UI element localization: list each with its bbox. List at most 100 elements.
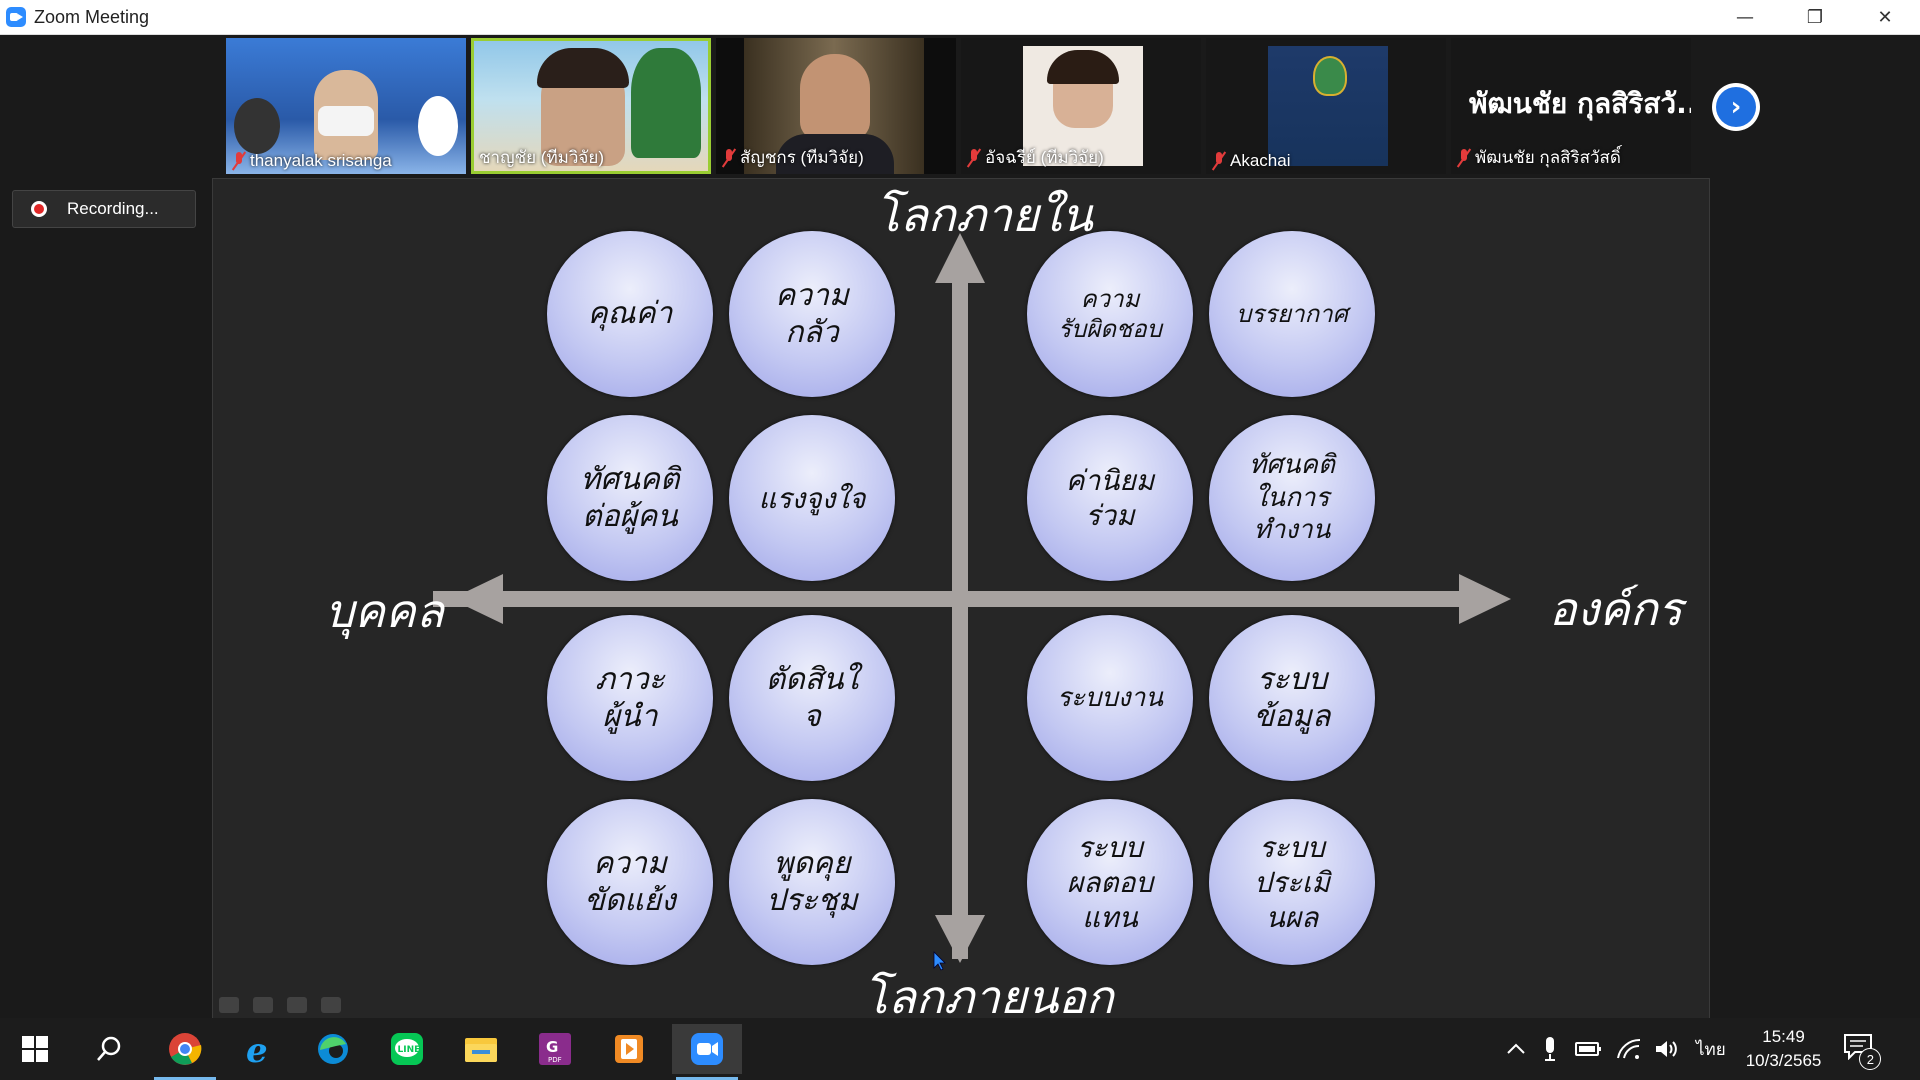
video-tile-1[interactable]: thanyalak srisanga [226,38,466,174]
concept-circle: พูดคุย ประชุม [729,799,895,965]
title-bar: Zoom Meeting — ❐ ✕ [0,0,1920,35]
start-button[interactable] [0,1024,70,1074]
microphone-icon[interactable] [1540,1036,1560,1062]
video-tile-2[interactable]: ชาญชัย (ทีมวิจัย) [471,38,711,174]
taskbar-app-edge[interactable] [298,1024,368,1074]
chevron-up-icon[interactable] [1504,1039,1528,1059]
notification-count-badge: 2 [1859,1048,1882,1070]
redo-icon[interactable] [321,997,341,1013]
mic-muted-icon [1214,152,1224,170]
search-icon [97,1036,121,1061]
hair-shape [537,48,629,88]
axis-label-top: โลกภายใน [875,188,1093,242]
video-tile-4[interactable]: อัจฉรีย์ (ทีมวิจัย) [961,38,1201,174]
volume-icon[interactable] [1654,1038,1680,1060]
clock-date: 10/3/2565 [1745,1051,1822,1070]
taskbar-app-media[interactable] [594,1024,664,1074]
concept-circle: ระบบ ข้อมูล [1209,615,1375,781]
taskbar-app-line[interactable]: LINE [372,1024,442,1074]
taskbar-app-pdf[interactable]: G PDF [520,1024,590,1074]
chrome-icon [169,1033,202,1065]
participant-name: พัฒนชัย กุลสิริสวัสดิ์ [1475,148,1621,167]
input-language-indicator[interactable]: ไทย [1696,1039,1726,1059]
participant-name-tag: พัฒนชัย กุลสิริสวัสดิ์ [1459,144,1621,171]
concept-circle: ค่านิยม ร่วม [1027,415,1193,581]
start-icon [22,1036,48,1062]
video-tile-3[interactable]: สัญชกร (ทีมวิจัย) [716,38,956,174]
zoom-icon [691,1033,723,1065]
restore-button[interactable]: ❐ [1806,6,1824,28]
action-center-button[interactable]: 2 [1843,1032,1882,1070]
hair-shape [1047,50,1119,84]
next-page-button[interactable]: › [1712,83,1760,131]
concept-circle: ระบบ ผลตอบ แทน [1027,799,1193,965]
participant-name: Akachai [1230,151,1291,170]
window-title: Zoom Meeting [34,6,150,27]
taskbar-app-chrome[interactable] [150,1024,220,1080]
taskbar: e LINE G PDF [0,1018,1920,1080]
participant-name: อัจฉรีย์ (ทีมวิจัย) [985,148,1104,167]
mask-shape [318,106,374,136]
media-player-icon [615,1035,643,1063]
concept-circle: ทัศนคติ ในการ ทำงาน [1209,415,1375,581]
shared-screen: โลกภายใน โลกภายนอก บุคคล องค์กร คุณค่า ค… [212,178,1710,1024]
edge-icon [318,1034,348,1064]
svg-text:LINE: LINE [398,1045,421,1055]
concept-circle: ความ รับผิดชอบ [1027,231,1193,397]
mic-muted-icon [234,152,244,170]
annotation-toolbar [219,997,341,1013]
concept-circle: ระบบ ประเมิ นผล [1209,799,1375,965]
recording-indicator[interactable]: Recording... [12,190,196,228]
zoom-logo-icon [6,7,26,27]
video-strip: thanyalak srisanga ชาญชัย (ทีมวิจัย) สัญ… [226,38,1696,174]
participant-name-tag: อัจฉรีย์ (ทีมวิจัย) [969,144,1104,171]
pen-icon[interactable] [253,997,273,1013]
axis-label-bottom: โลกภายนอก [863,970,1114,1024]
participant-name: thanyalak srisanga [250,151,392,170]
participant-name: ชาญชัย (ทีมวิจัย) [479,148,604,167]
cartoon-figure [418,96,458,156]
axis-label-left: บุคคล [325,584,444,638]
mic-muted-icon [969,148,979,167]
concept-circle: ความ กลัว [729,231,895,397]
axis-label-right: องค์กร [1549,582,1683,636]
concept-circle: คุณค่า [547,231,713,397]
taskbar-app-ie[interactable]: e [224,1024,294,1074]
mouse-cursor-icon [933,951,946,971]
emblem-icon [1313,56,1347,96]
search-button[interactable] [74,1024,144,1074]
concept-circle: บรรยากาศ [1209,231,1375,397]
participant-name-tag: สัญชกร (ทีมวิจัย) [724,144,864,171]
undo-icon[interactable] [219,997,239,1013]
close-button[interactable]: ✕ [1877,6,1893,28]
concept-circle: ตัดสินใ จ [729,615,895,781]
participant-display-name: พัฒนชัย กุลสิริสวั... [1469,87,1691,120]
clock[interactable]: 15:49 10/3/2565 [1746,1027,1822,1071]
video-tile-6[interactable]: พัฒนชัย กุลสิริสวั... พัฒนชัย กุลสิริสวั… [1451,38,1691,174]
concept-circle: ระบบงาน [1027,615,1193,781]
taskbar-app-zoom[interactable] [672,1024,742,1080]
system-tray: ไทย 15:49 10/3/2565 2 [1504,1018,1882,1080]
video-tile-5[interactable]: Akachai [1206,38,1446,174]
chevron-right-icon: › [1716,87,1756,127]
eraser-icon[interactable] [287,997,307,1013]
recording-label: Recording... [67,199,159,218]
axis-arrow-down [935,915,985,963]
svg-text:G: G [546,1038,558,1056]
concept-circle: ภาวะ ผู้นำ [547,615,713,781]
participant-name-tag: thanyalak srisanga [234,151,392,171]
participant-name: สัญชกร (ทีมวิจัย) [740,148,864,167]
taskbar-app-explorer[interactable] [446,1024,516,1074]
file-explorer-icon [465,1038,497,1062]
mic-muted-icon [1459,148,1469,167]
clock-time: 15:49 [1762,1027,1805,1046]
battery-icon[interactable] [1574,1039,1602,1059]
notification-icon [1844,1034,1873,1061]
wifi-icon[interactable] [1616,1038,1642,1060]
concept-circle: ทัศนคติ ต่อผู้คน [547,415,713,581]
minimize-button[interactable]: — [1736,6,1754,28]
mic-muted-icon [724,148,734,167]
participant-photo [800,54,870,140]
window-controls: — ❐ ✕ [1710,0,1920,34]
palm-tree-shape [631,48,701,158]
